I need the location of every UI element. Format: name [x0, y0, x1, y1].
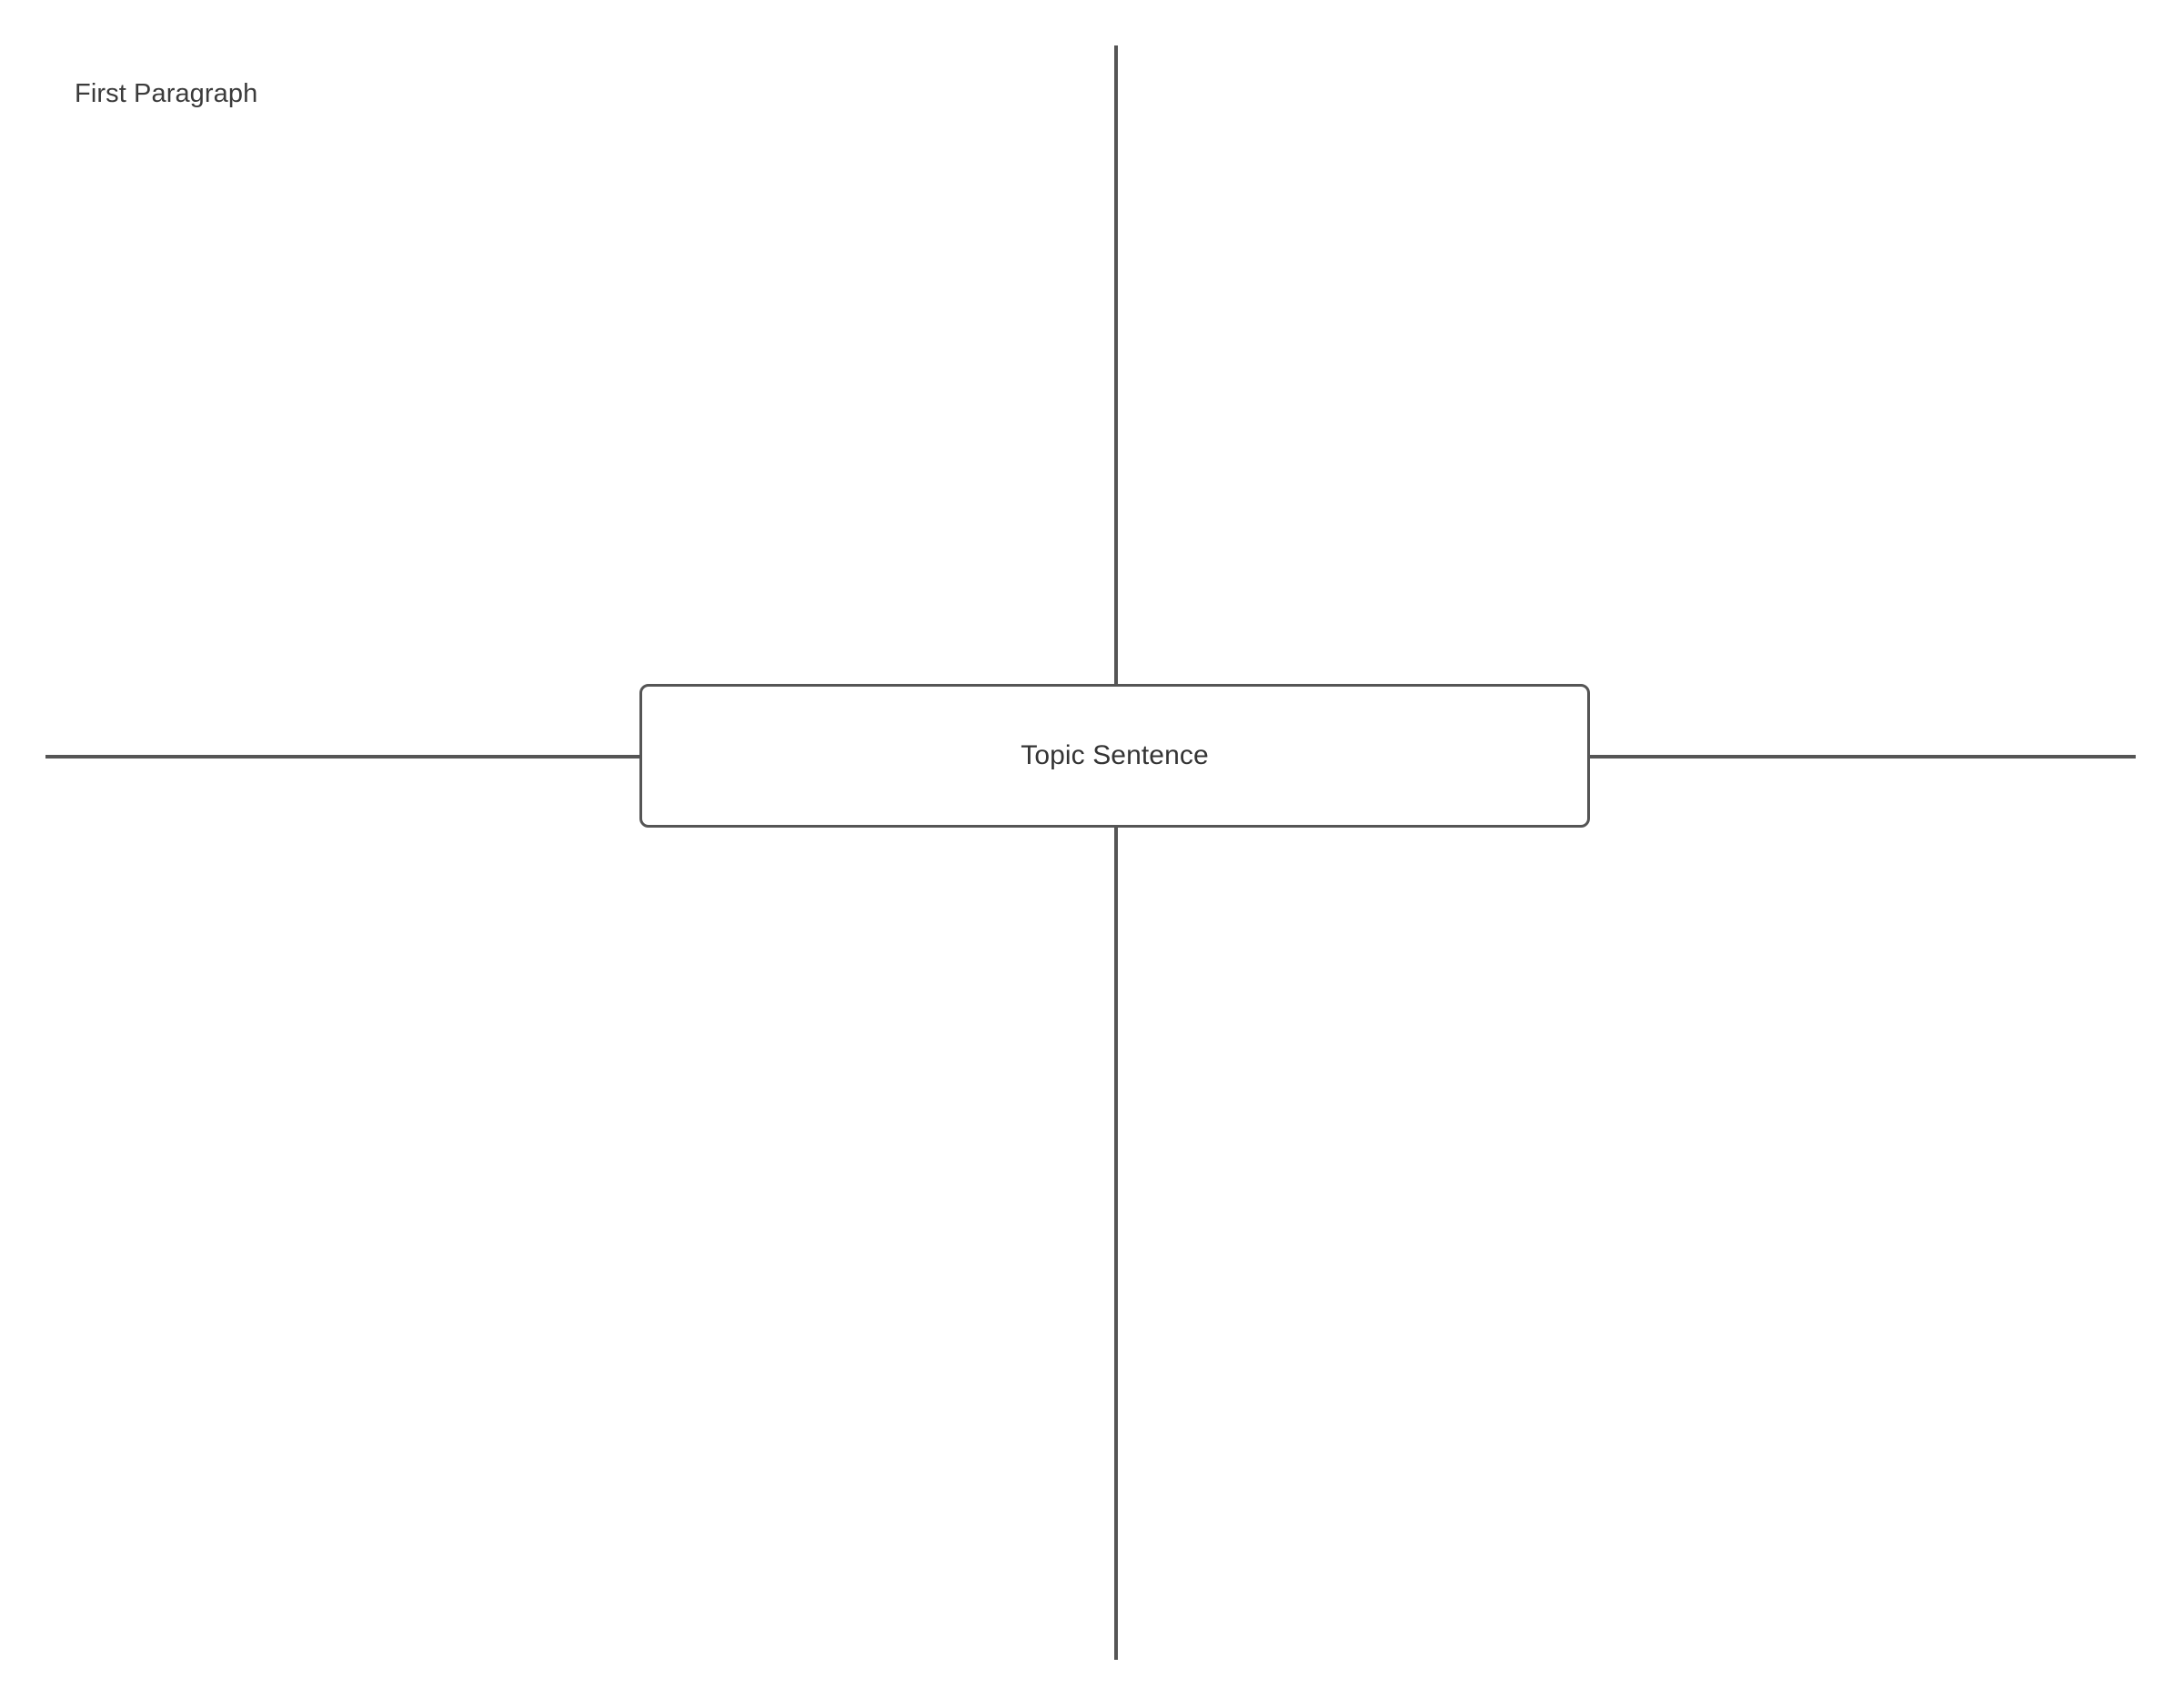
vertical-branch-line[interactable] [1114, 45, 1118, 1660]
right-branch-line[interactable] [1587, 755, 2136, 759]
central-topic-node[interactable]: Topic Sentence [639, 684, 1590, 828]
central-topic-node-label: Topic Sentence [1021, 740, 1209, 770]
page-title: First Paragraph [75, 79, 258, 108]
left-branch-line[interactable] [45, 755, 642, 759]
